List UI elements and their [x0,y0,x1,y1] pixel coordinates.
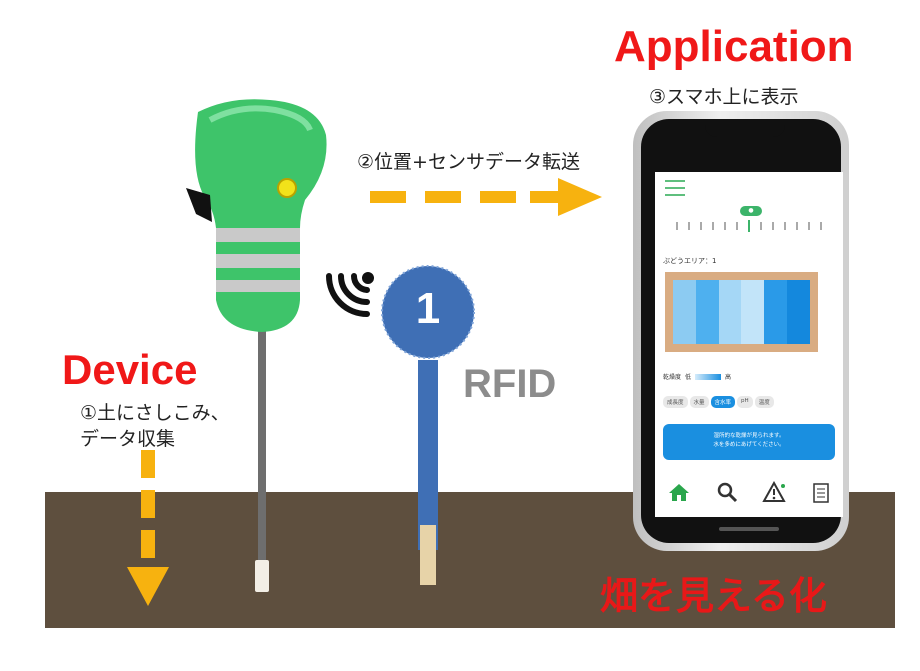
area-label: ぶどうエリア：1 [663,257,717,265]
position-ruler [676,220,822,232]
downward-arrow [127,450,169,606]
phone-bezel: ● ぶどうエリア：1 乾燥度 低 [641,119,843,543]
application-caption: ③スマホ上に表示 [649,86,799,108]
app-screen: ● ぶどうエリア：1 乾燥度 低 [655,172,843,517]
notice-line2: 水を多めにあげてください。 [713,442,785,448]
phone-notch [705,119,785,137]
sensor-device [186,99,327,592]
tab-ph[interactable]: pH [737,396,753,408]
application-title: Application [614,22,854,71]
device-caption-line1: ①土にさしこみ、 [80,402,230,424]
moisture-legend: 乾燥度 低 高 [663,372,731,381]
home-icon[interactable] [667,481,691,503]
transfer-arrow [370,178,602,216]
visualize-field-text: 畑を見える化 [600,574,827,618]
device-title: Device [62,346,198,393]
transfer-caption: ②位置+センサデータ転送 [357,151,580,173]
search-icon[interactable] [716,481,738,503]
tab-growth[interactable]: 成長度 [663,396,688,408]
clipboard-icon[interactable] [811,481,831,503]
tab-temperature[interactable]: 温度 [754,396,774,408]
field-moisture-map[interactable] [665,272,818,352]
device-caption-line2: データ収集 [80,428,176,450]
bottom-nav [655,476,843,508]
home-indicator [719,527,779,531]
legend-low: 低 [685,374,692,381]
metric-tabs: 成長度 水量 含水率 pH 温度 [663,396,774,408]
rfid-tag [381,265,475,585]
position-marker: ● [740,206,762,216]
alert-notice[interactable]: 湿所的な乾燥が見られます。 水を多めにあげてください。 [663,424,835,460]
legend-high: 高 [725,374,732,381]
wireless-signal-icon [326,272,374,317]
menu-icon[interactable] [665,180,685,201]
smartphone: ● ぶどうエリア：1 乾燥度 低 [633,111,849,551]
tab-water[interactable]: 水量 [689,396,709,408]
legend-gradient [695,373,722,380]
rfid-label: RFID [463,362,557,406]
tab-moisture[interactable]: 含水率 [710,396,736,408]
notice-line1: 湿所的な乾燥が見られます。 [713,433,785,439]
legend-title: 乾燥度 [663,374,682,381]
warning-icon[interactable] [762,481,786,503]
rfid-tag-number: 1 [415,284,441,333]
